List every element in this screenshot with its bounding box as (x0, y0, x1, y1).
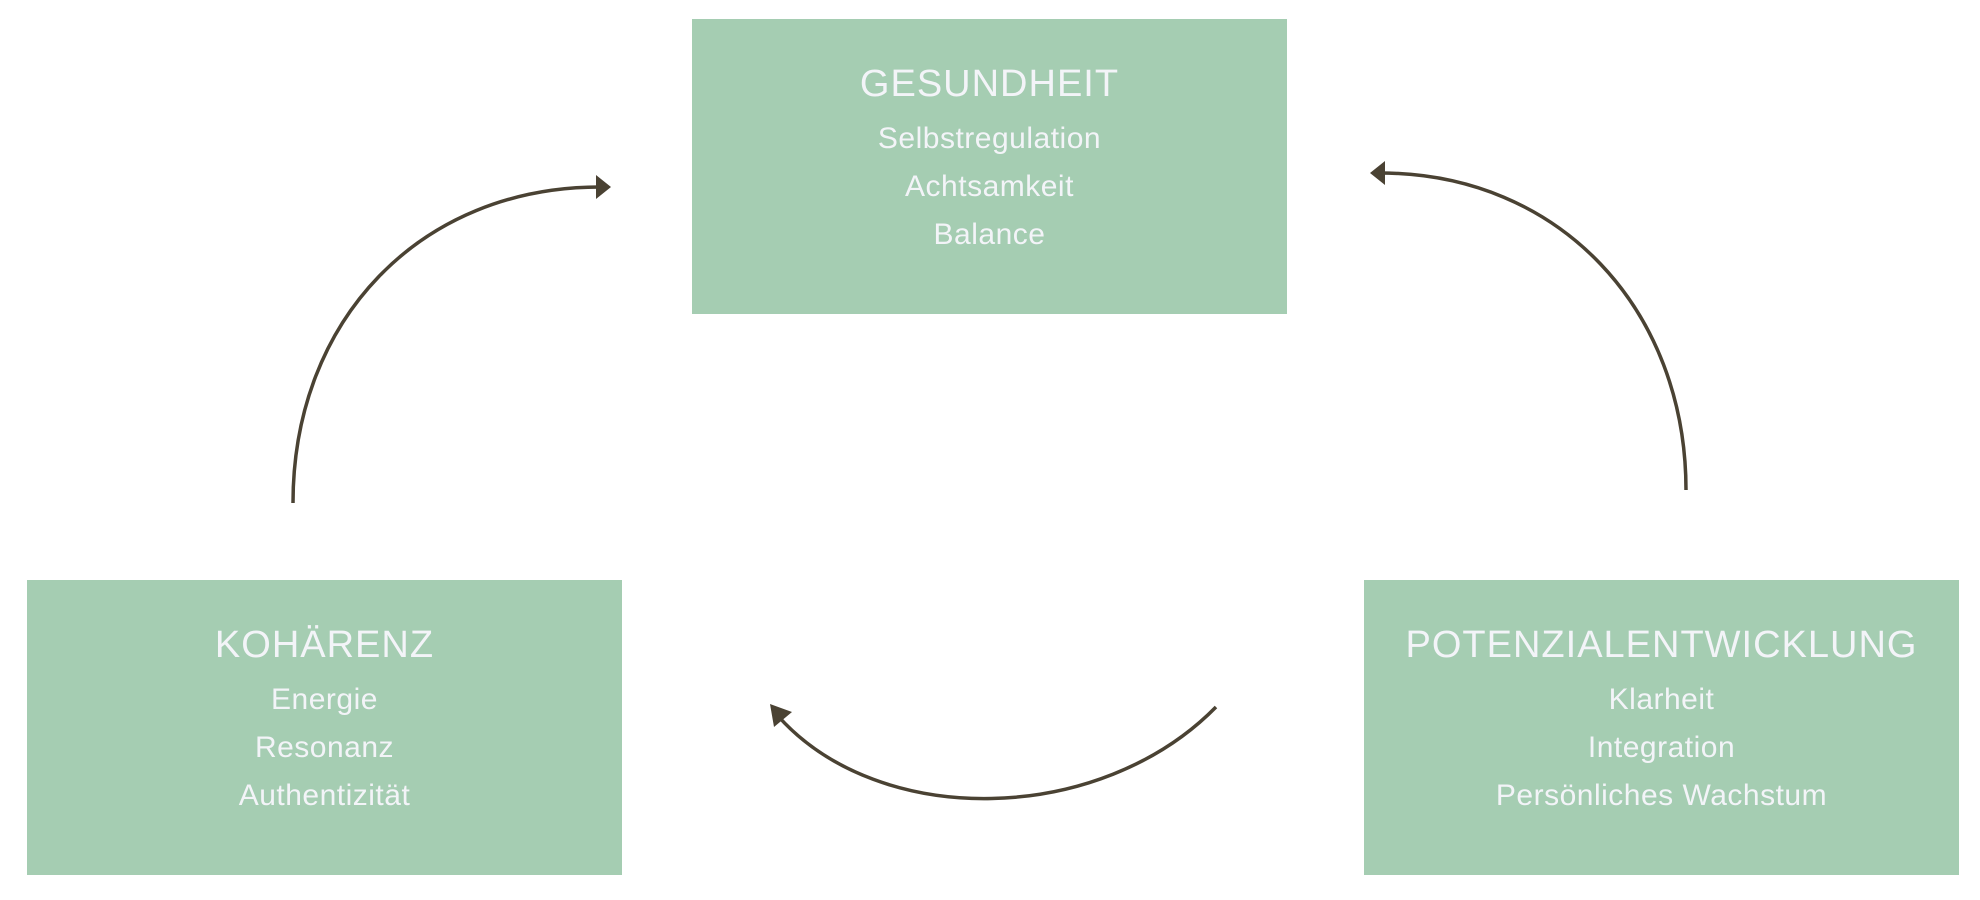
arrow-potenzial-to-gesundheit (1379, 171, 1688, 491)
box-item: Persönliches Wachstum (1495, 779, 1828, 812)
box-item: Klarheit (1608, 683, 1715, 716)
box-item: Integration (1587, 731, 1736, 764)
arrow-koharenz-to-gesundheit (291, 185, 601, 504)
box-title: KOHÄRENZ (214, 624, 435, 666)
box-gesundheit: GESUNDHEIT Selbstregulation Achtsamkeit … (692, 19, 1287, 314)
box-item: Resonanz (254, 731, 395, 764)
box-item: Authentizität (238, 779, 411, 812)
box-item: Energie (271, 683, 378, 716)
box-item: Selbstregulation (877, 122, 1102, 155)
box-item: Balance (933, 218, 1046, 251)
box-item: Achtsamkeit (905, 170, 1074, 203)
box-koharenz: KOHÄRENZ Energie Resonanz Authentizität (27, 580, 622, 875)
box-potenzialentwicklung: POTENZIALENTWICKLUNG Klarheit Integratio… (1364, 580, 1959, 875)
box-title: GESUNDHEIT (859, 63, 1120, 105)
arrow-potenzial-to-koharenz (776, 705, 1218, 801)
box-title: POTENZIALENTWICKLUNG (1405, 624, 1918, 666)
arrowhead-left-icon (1370, 161, 1385, 185)
arrowhead-right-icon (596, 175, 611, 199)
arrowhead-up-left-icon (770, 704, 792, 727)
